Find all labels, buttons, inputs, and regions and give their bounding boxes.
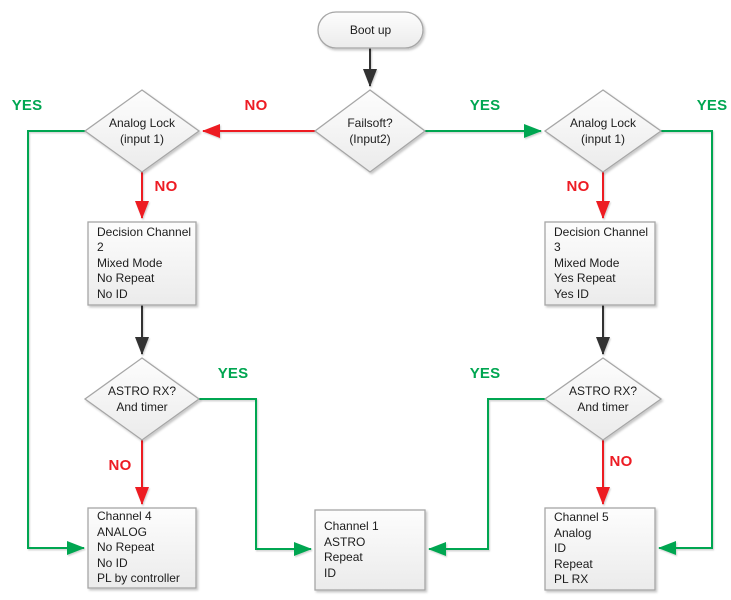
edge-label-astro-left-yes: YES [217, 365, 249, 382]
shape-boot-up-terminator [317, 11, 424, 49]
connector-analog-left-yes-to-channel4 [27, 130, 85, 555]
connector-astro-right-yes-to-channel1 [428, 398, 545, 556]
edge-label-failsoft-no: NO [244, 97, 268, 114]
shape-channel-5-box [544, 507, 656, 591]
connector-astro-left-yes-to-channel1 [199, 398, 312, 556]
edge-label-outer-right-yes: YES [696, 97, 728, 114]
edge-label-astro-right-yes: YES [469, 365, 501, 382]
shape-analog-lock-left-diamond [83, 89, 201, 173]
connector-analog-right-yes-to-channel5 [658, 130, 713, 555]
shape-analog-lock-right-diamond [543, 89, 663, 173]
shape-decision-channel-2-box [87, 221, 197, 306]
edge-label-analog-right-no: NO [566, 178, 590, 195]
shape-astro-left-diamond [83, 357, 201, 441]
shape-decision-channel-3-box [544, 221, 656, 306]
edge-label-outer-left-yes: YES [11, 97, 43, 114]
edge-label-astro-left-no: NO [108, 457, 132, 474]
edge-label-failsoft-yes: YES [469, 97, 501, 114]
shape-astro-right-diamond [543, 357, 663, 441]
shape-channel-1-box [314, 509, 426, 591]
edge-label-analog-left-no: NO [154, 178, 178, 195]
shape-channel-4-box [87, 507, 197, 589]
edge-label-astro-right-no: NO [609, 453, 633, 470]
shape-failsoft-diamond [313, 89, 427, 173]
